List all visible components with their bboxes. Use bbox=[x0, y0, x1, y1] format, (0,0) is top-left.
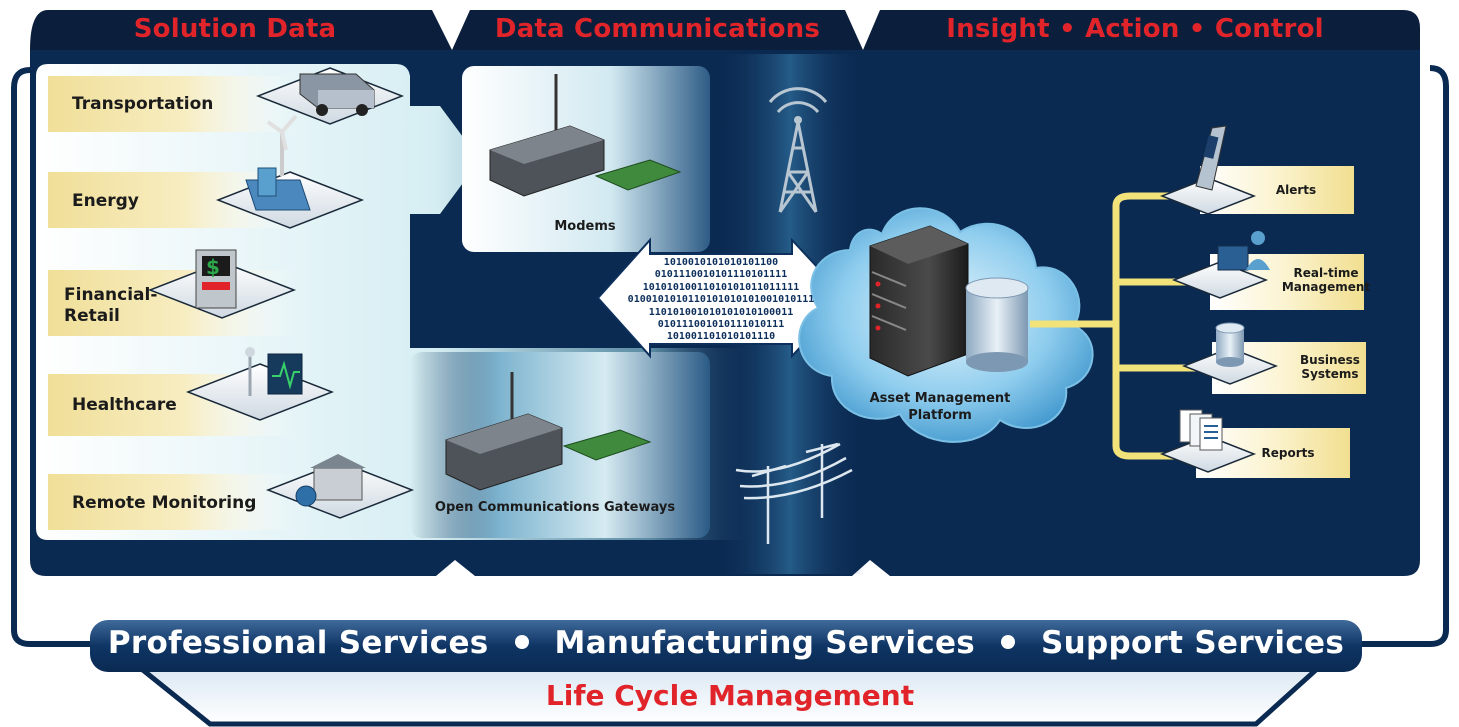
financial-retail-icon: $ bbox=[147, 249, 297, 319]
binary-line: 101001101010101110 bbox=[666, 331, 776, 343]
header-tab-insight bbox=[863, 10, 1420, 50]
sector-bar bbox=[48, 76, 298, 132]
service-manufacturing: Manufacturing Services bbox=[554, 625, 976, 661]
sector-label-energy: Energy bbox=[72, 191, 139, 211]
binary-data-stream: 1010010101010101100 01011100101011101011… bbox=[608, 257, 834, 344]
gateway-device-icon bbox=[445, 372, 652, 491]
header-data-communications: Data Communications bbox=[494, 14, 821, 44]
header-solution-data: Solution Data bbox=[133, 14, 337, 44]
remote-monitoring-icon bbox=[265, 454, 415, 519]
transportation-icon bbox=[255, 67, 405, 125]
sector-label-financial-retail: Financial- Retail bbox=[64, 285, 158, 326]
sector-label-transportation: Transportation bbox=[72, 94, 214, 114]
output-label-alerts: Alerts bbox=[1275, 183, 1317, 197]
modem-device-icon bbox=[489, 74, 682, 197]
power-lines-icon bbox=[735, 442, 853, 544]
output-label-reports: Reports bbox=[1261, 446, 1315, 460]
realtime-management-icon bbox=[1171, 231, 1270, 299]
phone-icon bbox=[1159, 125, 1257, 215]
service-professional: Professional Services bbox=[107, 625, 489, 661]
header-tab-data-communications bbox=[452, 10, 863, 50]
svg-text:$: $ bbox=[206, 255, 220, 279]
sector-bar bbox=[48, 474, 298, 530]
binary-line: 110101001010101010100011 bbox=[648, 306, 794, 318]
gateways-label: Open Communications Gateways bbox=[434, 500, 676, 515]
lifecycle-label: Life Cycle Management bbox=[545, 679, 915, 712]
binary-line: 1010010101010101100 bbox=[663, 257, 779, 268]
output-label-realtime-management: Real-time Management bbox=[1281, 266, 1371, 294]
energy-icon bbox=[215, 114, 365, 229]
binary-line: 0101110010101110101111 bbox=[654, 269, 788, 281]
binary-line: 10101010011010101011011111 bbox=[642, 281, 800, 293]
service-support: Support Services bbox=[1041, 625, 1345, 661]
cell-tower-icon bbox=[768, 87, 828, 213]
database-cylinder-icon bbox=[965, 277, 1029, 372]
reports-icon bbox=[1159, 409, 1257, 473]
services-bar bbox=[90, 620, 1362, 672]
modems-label: Modems bbox=[554, 219, 616, 234]
services-row: Professional Services Manufacturing Servi… bbox=[96, 625, 1356, 661]
server-rack-icon bbox=[869, 225, 969, 377]
header-tab-solution-data bbox=[30, 10, 452, 50]
binary-line: 0100101010110101010101001010111 bbox=[627, 294, 815, 306]
sector-label-healthcare: Healthcare bbox=[72, 395, 177, 415]
business-systems-icon bbox=[1181, 322, 1279, 385]
output-label-business-systems: Business Systems bbox=[1300, 353, 1360, 381]
sector-label-remote-monitoring: Remote Monitoring bbox=[72, 493, 257, 513]
platform-label: Asset Management Platform bbox=[869, 391, 1011, 423]
binary-line: 010111001010111010111 bbox=[657, 319, 785, 331]
bullet-dot-icon bbox=[1001, 634, 1016, 649]
bullet-dot-icon bbox=[514, 634, 529, 649]
header-insight-action-control: Insight • Action • Control bbox=[946, 14, 1324, 44]
healthcare-icon bbox=[185, 347, 335, 421]
